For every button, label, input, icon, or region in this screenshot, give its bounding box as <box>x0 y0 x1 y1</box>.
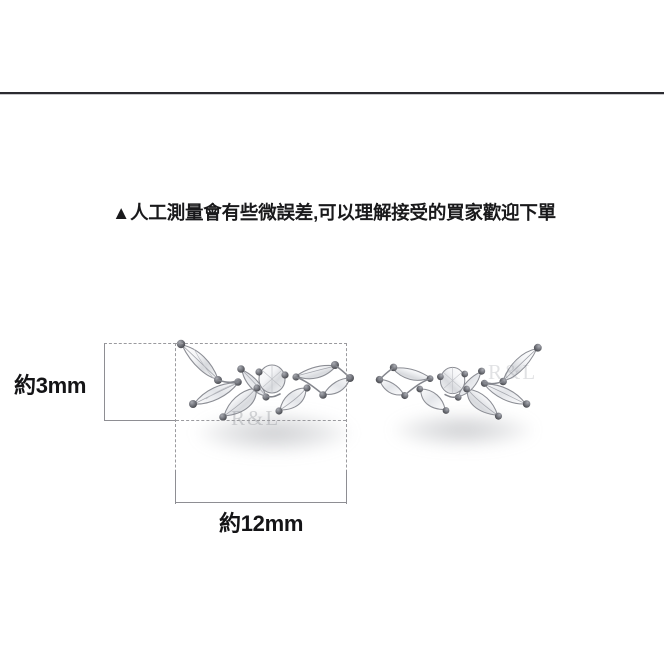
earring-left-image <box>176 339 354 421</box>
stone-marquise-8 <box>378 379 405 396</box>
stone-round-5 <box>439 366 466 395</box>
top-divider-rule <box>0 92 664 94</box>
top-divider-shadow <box>0 94 664 95</box>
width-measure-label: 約12mm <box>219 511 304 536</box>
width-measure-box <box>175 343 347 503</box>
stone-pear-6 <box>420 388 446 411</box>
measurement-disclaimer-text: ▲人工測量會有些微誤差,可以理解接受的買家歡迎下單 <box>112 202 556 223</box>
stone-round-5 <box>258 364 286 394</box>
earring-right-image <box>375 343 542 420</box>
stone-marquise-2 <box>483 383 527 405</box>
metal-frame <box>217 365 351 398</box>
stone-marquise-7 <box>391 367 432 381</box>
width-guide-left-solid <box>175 470 176 504</box>
metal-frame <box>378 367 504 398</box>
height-guide-dashed-extension <box>176 420 346 421</box>
earring-right-shadow <box>392 412 534 448</box>
height-measure-label: 約3mm <box>14 373 87 398</box>
stone-marquise-1 <box>502 347 538 382</box>
metal-prongs <box>176 339 354 421</box>
height-measure-box <box>104 343 176 421</box>
width-guide-right-solid <box>346 470 347 504</box>
